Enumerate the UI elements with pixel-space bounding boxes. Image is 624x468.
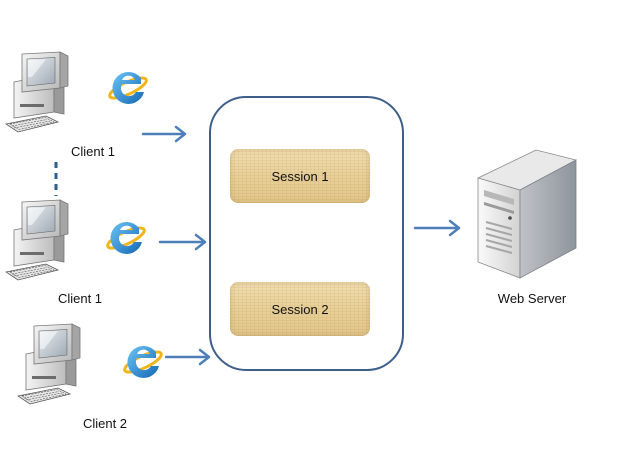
client-computer-icon [17,323,81,405]
client-label: Client 1 [57,291,103,306]
arrow-client-to-sessions [158,233,207,251]
arrow-client-to-sessions [164,348,211,366]
session-1-label: Session 1 [271,168,329,184]
client-label: Client 1 [70,144,116,159]
arrow-sessions-to-server [413,219,461,237]
client-computer-icon [5,199,69,281]
browser-icon [103,220,149,256]
arrow-client-to-sessions [141,125,187,143]
web-server-label: Web Server [497,291,567,306]
browser-icon [120,344,166,380]
session-1-box: Session 1 [230,149,370,203]
client-computer-icon [5,51,69,133]
session-2-label: Session 2 [271,301,329,317]
browser-icon [105,70,151,106]
client-label: Client 2 [82,416,128,431]
web-server-icon [476,149,578,279]
session-2-box: Session 2 [230,282,370,336]
